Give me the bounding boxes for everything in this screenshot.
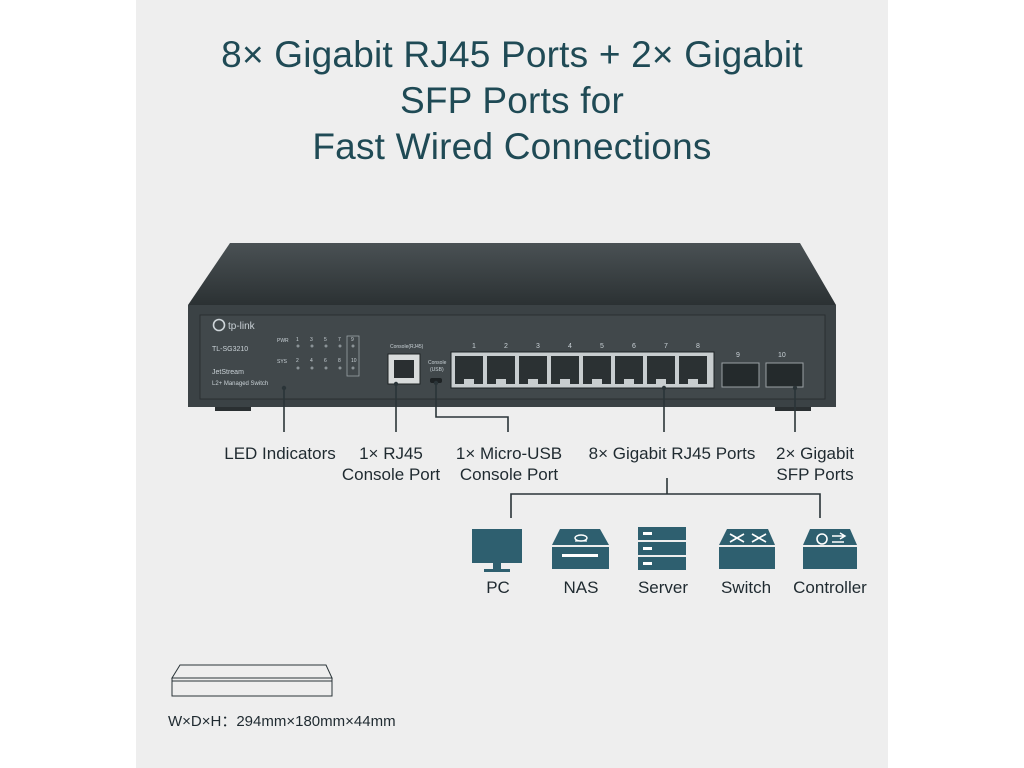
led-number-7: 7	[338, 337, 341, 343]
led-number-2: 2	[296, 358, 299, 364]
nas-icon	[552, 529, 609, 569]
usb-console-label-1: 1× Micro-USB	[455, 444, 563, 463]
port-number-7: 7	[664, 343, 668, 350]
port-number-8: 8	[696, 343, 700, 350]
server-icon	[638, 527, 686, 570]
port-number-5: 5	[600, 343, 604, 350]
led-indicators-label: LED Indicators	[224, 444, 336, 463]
svg-text:SYS: SYS	[277, 359, 288, 365]
sfp-port-9	[721, 362, 760, 388]
device-label-switch: Switch	[720, 578, 772, 597]
led-number-4: 4	[310, 358, 313, 364]
monitor-icon	[472, 529, 522, 572]
device-label-server: Server	[637, 578, 689, 597]
tplink-logo-icon	[212, 318, 226, 332]
switch-icon	[719, 529, 775, 569]
led-number-5: 5	[324, 337, 327, 343]
port-number-2: 2	[504, 343, 508, 350]
headline-line-3: Fast Wired Connections	[312, 126, 712, 167]
sfp-ports-label-1: 2× Gigabit	[776, 444, 854, 463]
svg-text:Console: Console	[428, 360, 447, 366]
svg-text:PWR: PWR	[277, 338, 289, 344]
dimensions-text: W×D×H：294mm×180mm×44mm	[168, 713, 396, 730]
switch-top	[188, 243, 836, 305]
device-label-controller: Controller	[793, 578, 867, 597]
led-number-10: 10	[351, 358, 357, 364]
gigabit-ports-label: 8× Gigabit RJ45 Ports	[588, 444, 756, 463]
controller-icon	[803, 529, 857, 569]
dimension-outline-icon	[171, 664, 333, 697]
port-number-6: 6	[632, 343, 636, 350]
headline-line-1: 8× Gigabit RJ45 Ports + 2× Gigabit	[221, 34, 803, 75]
usb-console-label-2: Console Port	[459, 465, 559, 484]
rj45-console-label-1: 1× RJ45	[359, 444, 423, 463]
port-number-4: 4	[568, 343, 572, 350]
svg-text:(USB): (USB)	[430, 367, 444, 373]
rj45-console-label-2: Console Port	[341, 465, 441, 484]
led-indicators	[296, 344, 355, 370]
micro-usb-console-port	[430, 378, 442, 383]
port-number-3: 3	[536, 343, 540, 350]
led-number-3: 3	[310, 337, 313, 343]
description-label: L2+ Managed Switch	[212, 381, 268, 387]
led-number-1: 1	[296, 337, 299, 343]
led-number-8: 8	[338, 358, 341, 364]
series-label: JetStream	[212, 369, 244, 376]
led-number-9: 9	[351, 337, 354, 343]
device-label-nas: NAS	[563, 578, 599, 597]
port-number-1: 1	[472, 343, 476, 350]
model-label: TL-SG3210	[212, 346, 248, 353]
gigabit-ports	[455, 356, 707, 384]
svg-text:Console(RJ45): Console(RJ45)	[390, 344, 424, 350]
led-number-6: 6	[324, 358, 327, 364]
svg-text:10: 10	[778, 352, 786, 359]
sfp-ports-label-2: SFP Ports	[776, 465, 854, 484]
svg-text:9: 9	[736, 352, 740, 359]
sfp-port-10	[765, 362, 804, 388]
device-label-pc: PC	[486, 578, 510, 597]
brand-label: tp-link	[228, 321, 256, 332]
headline-line-2: SFP Ports for	[400, 80, 624, 121]
